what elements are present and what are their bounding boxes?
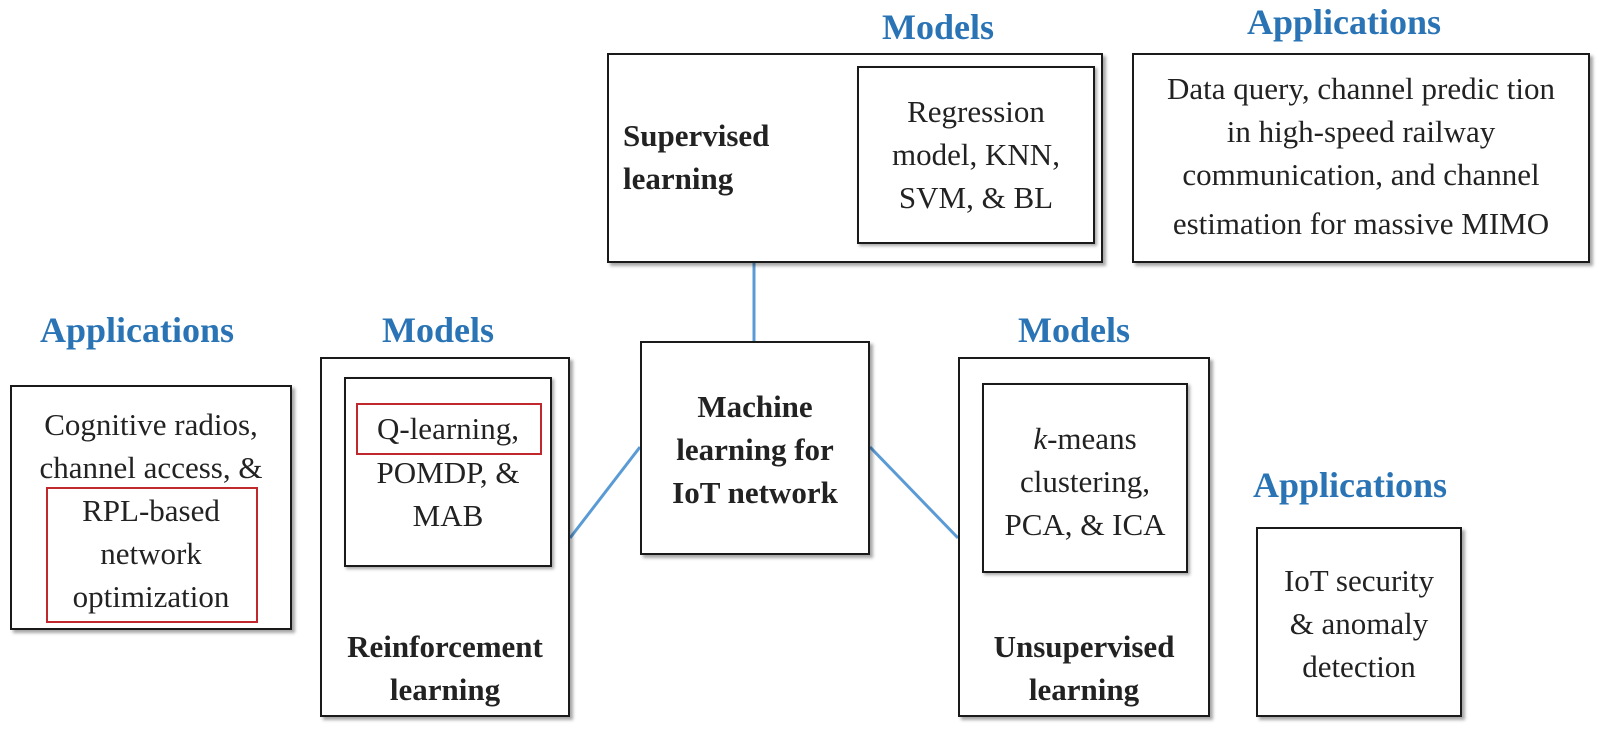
center-line3: IoT network xyxy=(672,475,838,510)
supervised-title-line2: learning xyxy=(623,161,734,196)
reinforcement-models-line3: MAB xyxy=(412,498,484,533)
supervised-applications-heading: Applications xyxy=(1247,2,1442,42)
reinforcement-models-box: Q-learning, POMDP, & MAB xyxy=(344,377,552,567)
center-ml-iot-box: Machine learning for IoT network xyxy=(640,341,870,555)
unsupervised-apps-line3: detection xyxy=(1302,649,1416,684)
unsupervised-learning-box: k-means clustering, PCA, & ICA Unsupervi… xyxy=(958,357,1210,717)
supervised-apps-line1: Data query, channel predic tion xyxy=(1167,71,1555,106)
reinforcement-apps-line4: network xyxy=(100,536,202,571)
supervised-applications-box: Data query, channel predic tion in high-… xyxy=(1132,53,1590,263)
supervised-title-line1: Supervised xyxy=(623,118,770,153)
reinforcement-models-line2: POMDP, & xyxy=(376,455,520,490)
reinforcement-applications-heading: Applications xyxy=(40,310,235,350)
unsupervised-applications-box: IoT security & anomaly detection xyxy=(1256,527,1462,717)
unsupervised-models-heading: Models xyxy=(1018,310,1130,350)
connector-center-unsupervised xyxy=(868,445,960,540)
reinforcement-apps-line1: Cognitive radios, xyxy=(44,407,258,442)
supervised-apps-line4: estimation for massive MIMO xyxy=(1172,206,1550,241)
reinforcement-models-heading: Models xyxy=(382,310,494,350)
unsupervised-title-line2: learning xyxy=(1028,672,1140,707)
supervised-apps-line3: communication, and channel xyxy=(1182,157,1540,192)
unsupervised-models-line2: clustering, xyxy=(1020,464,1150,499)
reinforcement-title-line2: learning xyxy=(389,672,501,707)
unsupervised-apps-line2: & anomaly xyxy=(1289,606,1429,641)
supervised-models-line2: model, KNN, xyxy=(892,137,1060,172)
reinforcement-models-line1: Q-learning, xyxy=(376,411,520,446)
unsupervised-models-line1-rest: -means xyxy=(1047,421,1137,456)
unsupervised-models-line1: k-means xyxy=(984,417,1186,460)
reinforcement-apps-line2: channel access, & xyxy=(39,450,263,485)
supervised-apps-line2: in high-speed railway xyxy=(1226,114,1496,149)
connector-center-reinforcement xyxy=(568,446,642,539)
supervised-models-heading: Models xyxy=(882,7,994,47)
center-line2: learning for xyxy=(676,432,834,467)
unsupervised-title-line1: Unsupervised xyxy=(993,629,1175,664)
unsupervised-models-box: k-means clustering, PCA, & ICA xyxy=(982,383,1188,573)
center-line1: Machine xyxy=(697,389,813,424)
supervised-models-line1: Regression xyxy=(907,94,1045,129)
reinforcement-title-line1: Reinforcement xyxy=(347,629,543,664)
unsupervised-apps-line1: IoT security xyxy=(1283,563,1435,598)
reinforcement-learning-box: Q-learning, POMDP, & MAB Reinforcement l… xyxy=(320,357,570,717)
unsupervised-applications-heading: Applications xyxy=(1253,465,1448,505)
supervised-learning-box: Supervised learning Regression model, KN… xyxy=(607,53,1103,263)
reinforcement-apps-line5: optimization xyxy=(72,579,230,614)
supervised-models-box: Regression model, KNN, SVM, & BL xyxy=(857,66,1095,244)
reinforcement-apps-line3: RPL-based xyxy=(82,493,220,528)
reinforcement-applications-box: Cognitive radios, channel access, & RPL-… xyxy=(10,385,292,630)
supervised-models-line3: SVM, & BL xyxy=(898,180,1054,215)
q-learning-highlight-box xyxy=(356,403,542,455)
rpl-highlight-box xyxy=(46,487,258,623)
unsupervised-models-line3: PCA, & ICA xyxy=(1004,507,1166,542)
k-variable: k xyxy=(1033,421,1048,456)
